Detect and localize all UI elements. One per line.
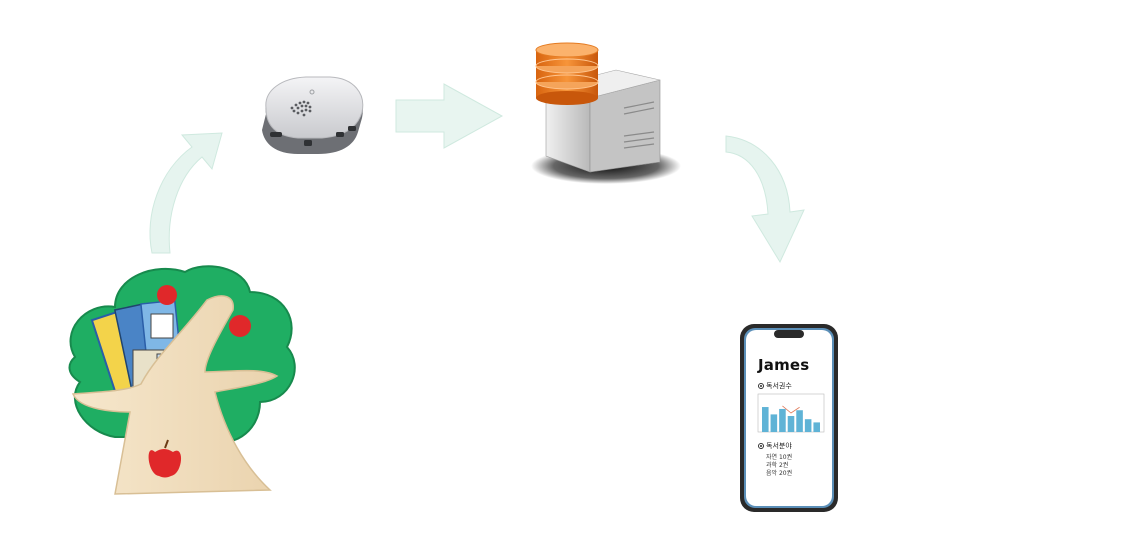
chart-bar: [804, 419, 812, 432]
tree-bookshelf-icon: [68, 265, 296, 495]
bullet-icon: [758, 443, 764, 449]
chart-bar: [787, 416, 795, 432]
bullet-icon: [758, 383, 764, 389]
reader-device-icon: [262, 76, 364, 154]
books-bar-chart: [757, 393, 825, 433]
genre-item: 자연 10권: [766, 454, 793, 461]
genre-item: 과학 2권: [766, 462, 789, 469]
arrow-device-to-server: [395, 83, 504, 149]
phone-user-name: James: [758, 356, 810, 374]
arrow-server-to-phone: [725, 135, 805, 264]
arrow-shelf-to-device: [149, 132, 223, 254]
chart-bar: [779, 408, 786, 432]
books-count-section: 독서권수: [758, 382, 792, 391]
books-count-label: 독서권수: [766, 382, 792, 390]
chart-bar: [796, 410, 803, 432]
chart-bar: [770, 414, 778, 432]
database-server-icon: [531, 42, 681, 184]
chart-trend-line: [782, 405, 800, 414]
chart-bar: [762, 407, 769, 432]
genre-item: 음악 20권: [766, 470, 793, 477]
genre-section: 독서분야: [758, 442, 792, 451]
chart-bar: [813, 422, 820, 432]
genre-list: 자연 10권 과학 2권 음악 20권: [766, 454, 792, 478]
genre-label: 독서분야: [766, 442, 792, 450]
